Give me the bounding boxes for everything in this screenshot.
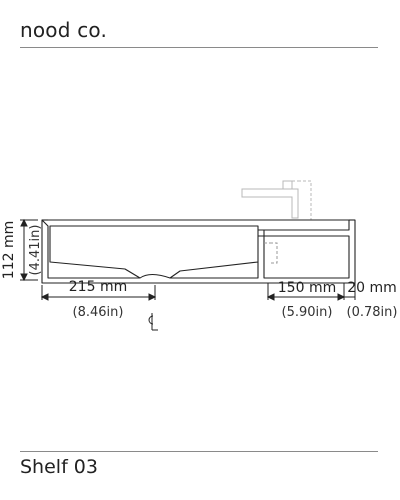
- lip-dimension: [343, 283, 356, 300]
- lip-imperial-label: (0.78in): [347, 305, 398, 320]
- lip-metric-label: 20 mm: [347, 280, 397, 296]
- right-width-metric-label: 150 mm: [278, 280, 336, 296]
- height-metric-label: 112 mm: [1, 221, 17, 279]
- height-imperial-label: (4.41in): [28, 225, 43, 276]
- brand-logo: nood co.: [20, 18, 108, 42]
- footer-divider: [20, 451, 378, 452]
- faucet-outline: [241, 180, 299, 219]
- left-width-dimension: [40, 285, 157, 301]
- left-width-imperial-label: (8.46in): [73, 305, 124, 320]
- hidden-lines: [264, 242, 278, 264]
- shelf-profile: [41, 219, 356, 284]
- centerline-icon: [148, 313, 158, 331]
- right-width-imperial-label: (5.90in): [282, 305, 333, 320]
- header-divider: [20, 47, 378, 48]
- product-title: Shelf 03: [20, 456, 98, 478]
- faucet-hidden-lines: [292, 180, 312, 220]
- height-dimension: [20, 218, 38, 282]
- left-width-metric-label: 215 mm: [69, 279, 127, 295]
- right-width-dimension: [266, 283, 346, 301]
